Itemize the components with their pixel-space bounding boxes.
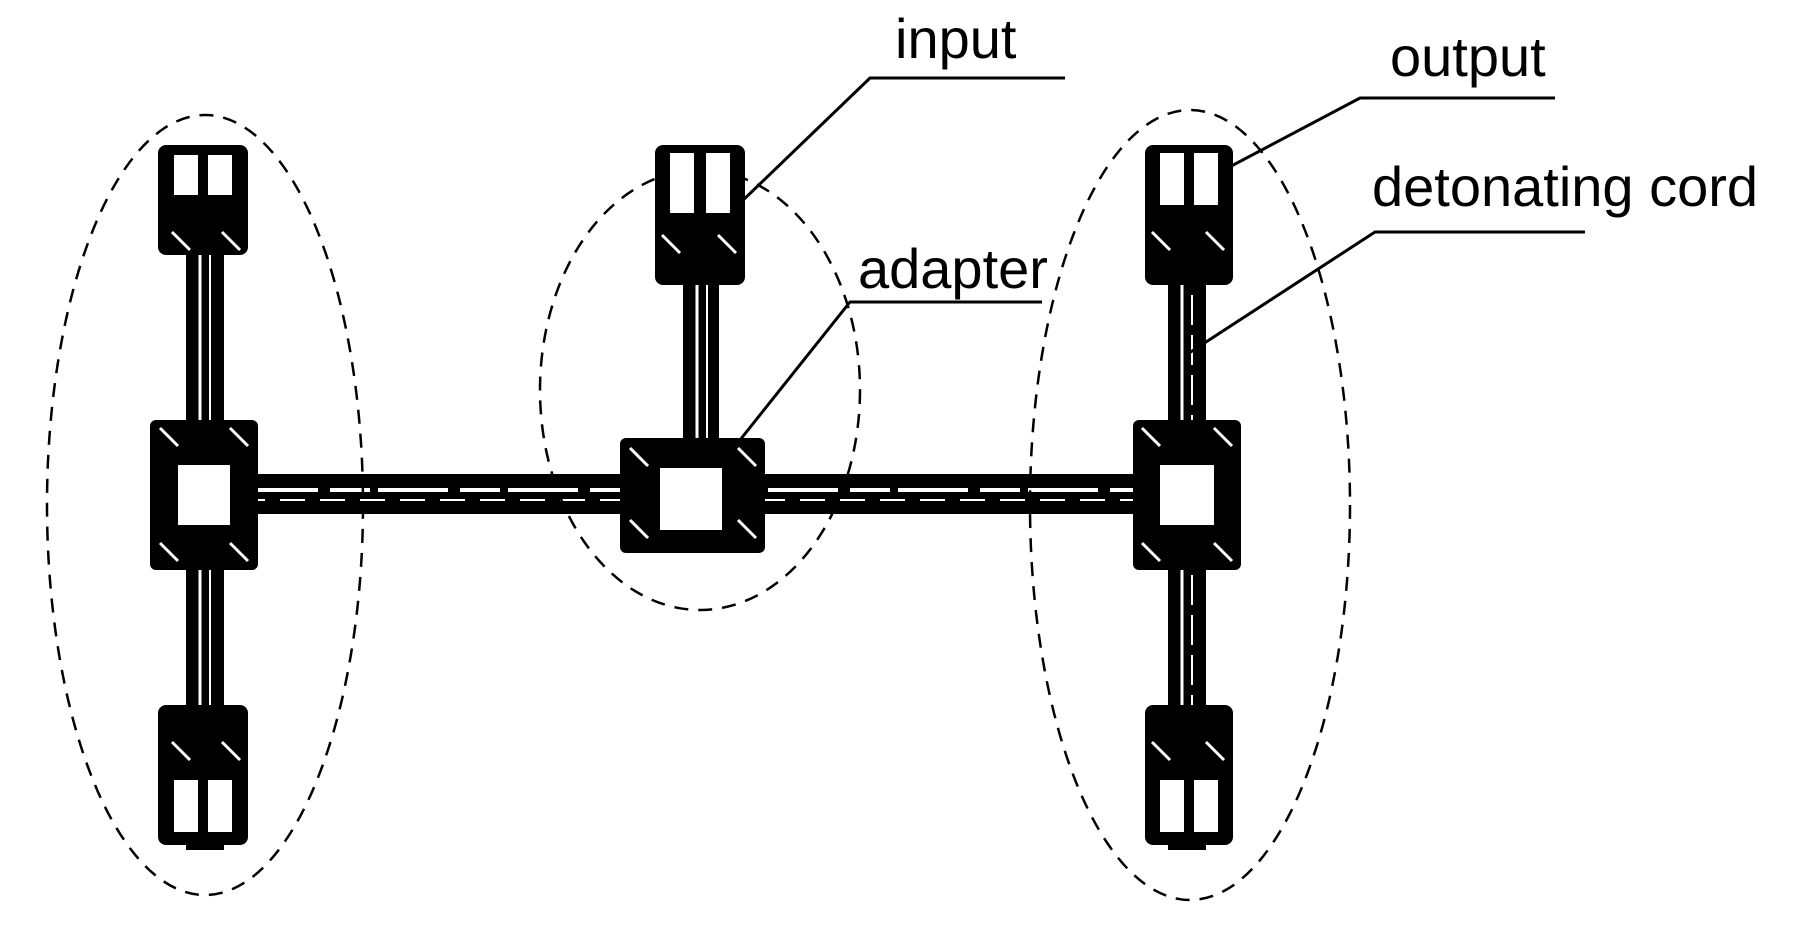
- output-leader-line: [1219, 96, 1555, 174]
- right-group-outline: [1028, 108, 1352, 902]
- adapter-block: [620, 438, 765, 553]
- left-group-outline: [45, 113, 365, 897]
- right-cluster: [1028, 108, 1352, 902]
- adapter-leader-line: [738, 300, 1042, 441]
- left-bottom-detonator: [158, 705, 248, 845]
- left-junction-block: [150, 420, 258, 570]
- output-label: output: [1390, 25, 1546, 88]
- right-bottom-detonator: [1145, 705, 1233, 845]
- input-label: input: [895, 7, 1017, 70]
- leader-lines: [736, 76, 1585, 441]
- detonating-cord-leader-line: [1185, 230, 1585, 357]
- right-junction-block: [1133, 420, 1241, 570]
- input-leader-line: [736, 76, 1065, 207]
- left-cluster: [45, 113, 365, 897]
- adapter-label: adapter: [858, 237, 1048, 300]
- output-detonator: [1145, 145, 1233, 285]
- left-top-detonator: [158, 145, 248, 255]
- detonating-cord-label: detonating cord: [1372, 155, 1758, 218]
- input-detonator: [655, 145, 745, 285]
- center-cluster: [538, 145, 862, 612]
